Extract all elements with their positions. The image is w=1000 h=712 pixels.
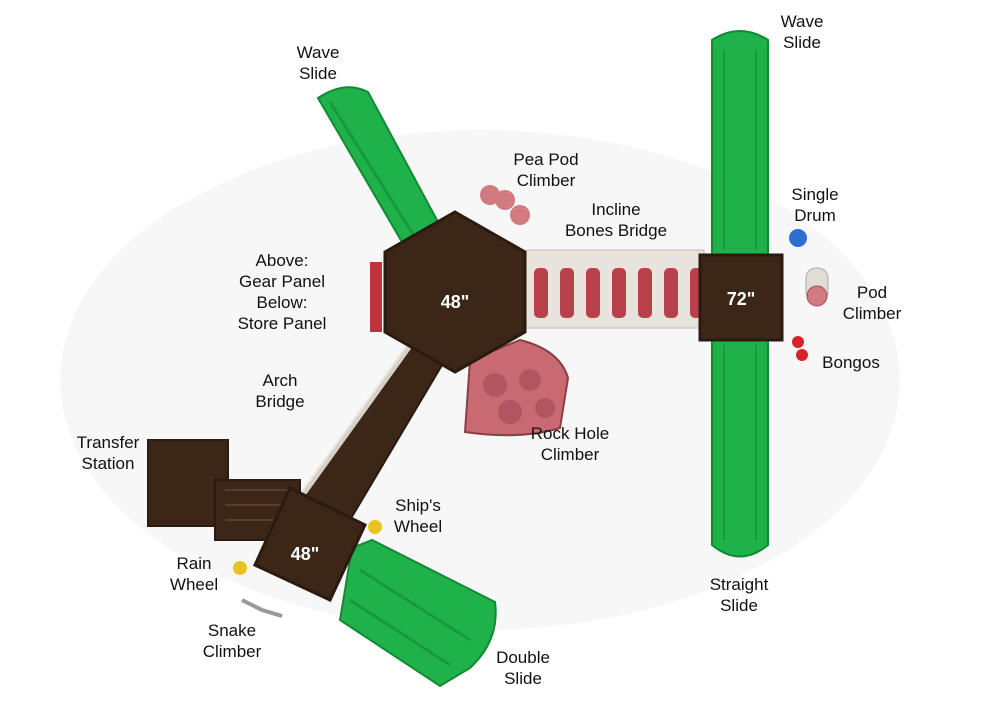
- bongos: [792, 336, 808, 361]
- hex-deck: [383, 210, 527, 374]
- hex-deck-size: 48": [441, 292, 470, 312]
- wave-slide-right: [711, 30, 769, 256]
- pod-climber: [805, 267, 829, 307]
- label-bongos: Bongos: [822, 353, 880, 372]
- snake-climber: [241, 598, 283, 618]
- rain-wheel: [233, 561, 247, 575]
- transfer-station: [147, 439, 301, 541]
- single-drum: [789, 229, 807, 247]
- square-deck-right-size: 72": [727, 289, 756, 309]
- square-deck-lower: [253, 485, 367, 602]
- incline-bones-bridge: [525, 249, 705, 329]
- straight-slide: [711, 339, 769, 558]
- gear-store-panel: [370, 262, 382, 332]
- square-deck-right: [698, 253, 784, 342]
- pea-pod-climber: [480, 185, 530, 225]
- ships-wheel: [368, 520, 382, 534]
- double-slide: [338, 538, 497, 688]
- square-deck-lower-size: 48": [291, 544, 320, 564]
- rock-hole-climber: [463, 338, 570, 437]
- wave-slide-left: [316, 86, 440, 244]
